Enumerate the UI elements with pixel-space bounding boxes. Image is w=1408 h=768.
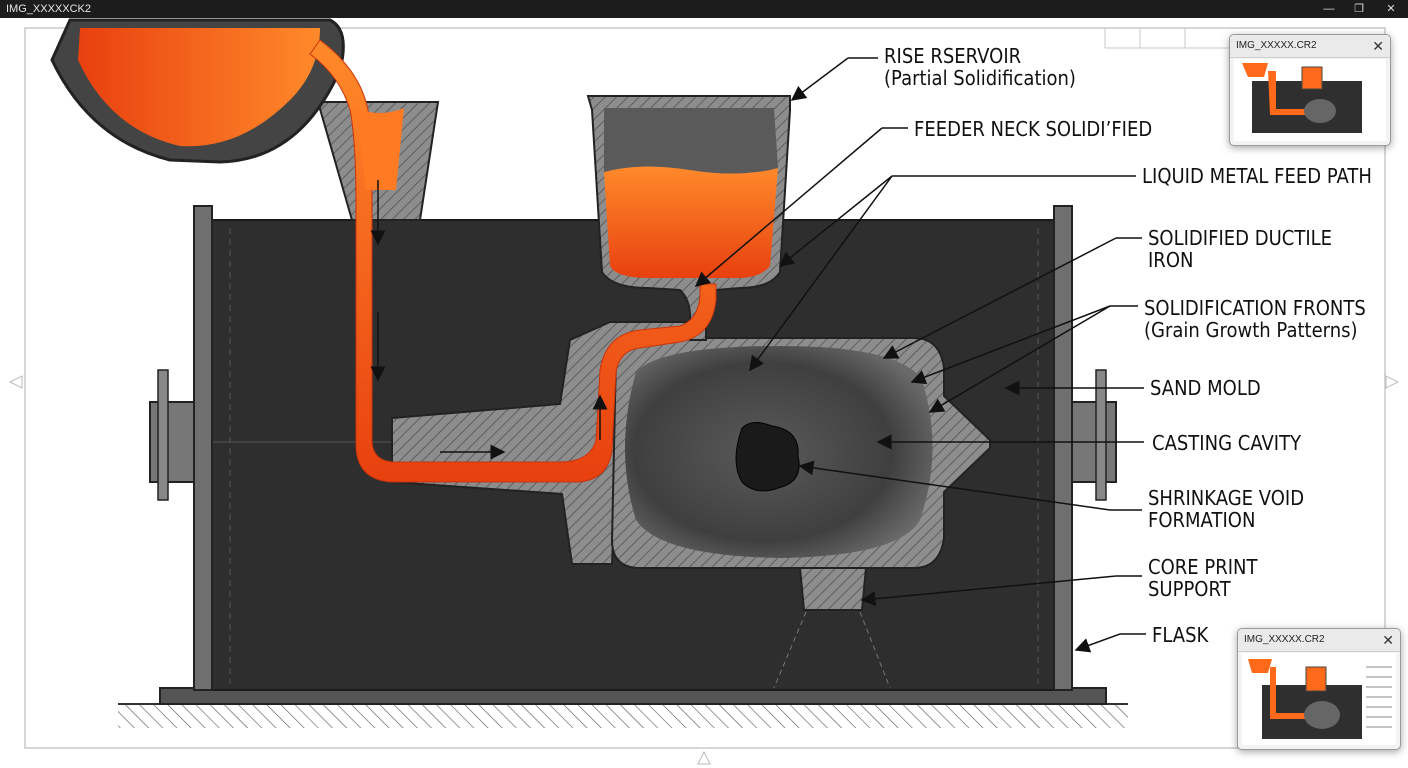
- drawing-frame: [8, 27, 1400, 765]
- label-shrinkage-1: SHRINKAGE VOID: [1148, 486, 1305, 510]
- label-feeder-neck: FEEDER NECK SOLIDI’FIED: [914, 117, 1153, 141]
- label-shrinkage-2: FORMATION: [1148, 508, 1256, 532]
- thumbnail-window-top[interactable]: IMG_XXXXX.CR2 ✕: [1229, 34, 1391, 146]
- thumbnail-preview: [1242, 653, 1396, 745]
- flask: [149, 205, 1117, 691]
- thumbnail-preview-image: [1242, 63, 1362, 133]
- window-titlebar: IMG_XXXXXCK2 — ❐ ✕: [0, 0, 1408, 18]
- thumbnail-preview-image: [1248, 659, 1392, 739]
- thumbnail-title: IMG_XXXXX.CR2: [1244, 634, 1325, 645]
- label-riser-reservoir: RISE RSERVOIR: [884, 44, 1022, 68]
- shrinkage-void: [735, 422, 800, 492]
- label-core-print-2: SUPPORT: [1148, 577, 1231, 601]
- restore-button[interactable]: ❐: [1354, 3, 1364, 15]
- ground-hatching: [118, 703, 1128, 728]
- ladle: [50, 18, 345, 164]
- label-flask: FLASK: [1152, 623, 1209, 647]
- label-core-print-1: CORE PRINT: [1148, 555, 1258, 579]
- metal-flow: [309, 39, 717, 483]
- thumbnail-title: IMG_XXXXX.CR2: [1236, 40, 1317, 51]
- thumbnail-titlebar: IMG_XXXXX.CR2 ✕: [1230, 35, 1390, 58]
- leader-lines: [694, 57, 1146, 653]
- minimize-button[interactable]: —: [1323, 3, 1335, 15]
- thumbnail-preview: [1234, 59, 1386, 141]
- window-title: IMG_XXXXXCK2: [6, 3, 91, 15]
- thumbnail-close-button[interactable]: ✕: [1372, 38, 1384, 54]
- label-ductile-iron-2: IRON: [1148, 248, 1194, 272]
- label-fronts-1: SOLIDIFICATION FRONTS: [1144, 296, 1366, 320]
- close-button[interactable]: ✕: [1386, 3, 1396, 15]
- label-casting-cavity: CASTING CAVITY: [1152, 431, 1302, 455]
- label-ductile-iron-1: SOLIDIFIED DUCTILE: [1148, 226, 1333, 250]
- flow-arrows: [370, 180, 608, 460]
- thumbnail-close-button[interactable]: ✕: [1382, 632, 1394, 648]
- label-sand-mold: SAND MOLD: [1150, 376, 1261, 400]
- casting-cavity: [610, 337, 991, 569]
- thumbnail-titlebar: IMG_XXXXX.CR2 ✕: [1238, 629, 1400, 652]
- label-fronts-2: (Grain Growth Patterns): [1144, 318, 1358, 342]
- casting-diagram: [8, 18, 1400, 765]
- thumbnail-window-bottom[interactable]: IMG_XXXXX.CR2 ✕: [1237, 628, 1401, 750]
- riser-reservoir: [586, 95, 791, 341]
- label-riser-note: (Partial Solidification): [884, 66, 1076, 90]
- label-feed-path: LIQUID METAL FEED PATH: [1142, 164, 1372, 188]
- image-canvas: RISE RSERVOIR (Partial Solidification) F…: [0, 18, 1408, 768]
